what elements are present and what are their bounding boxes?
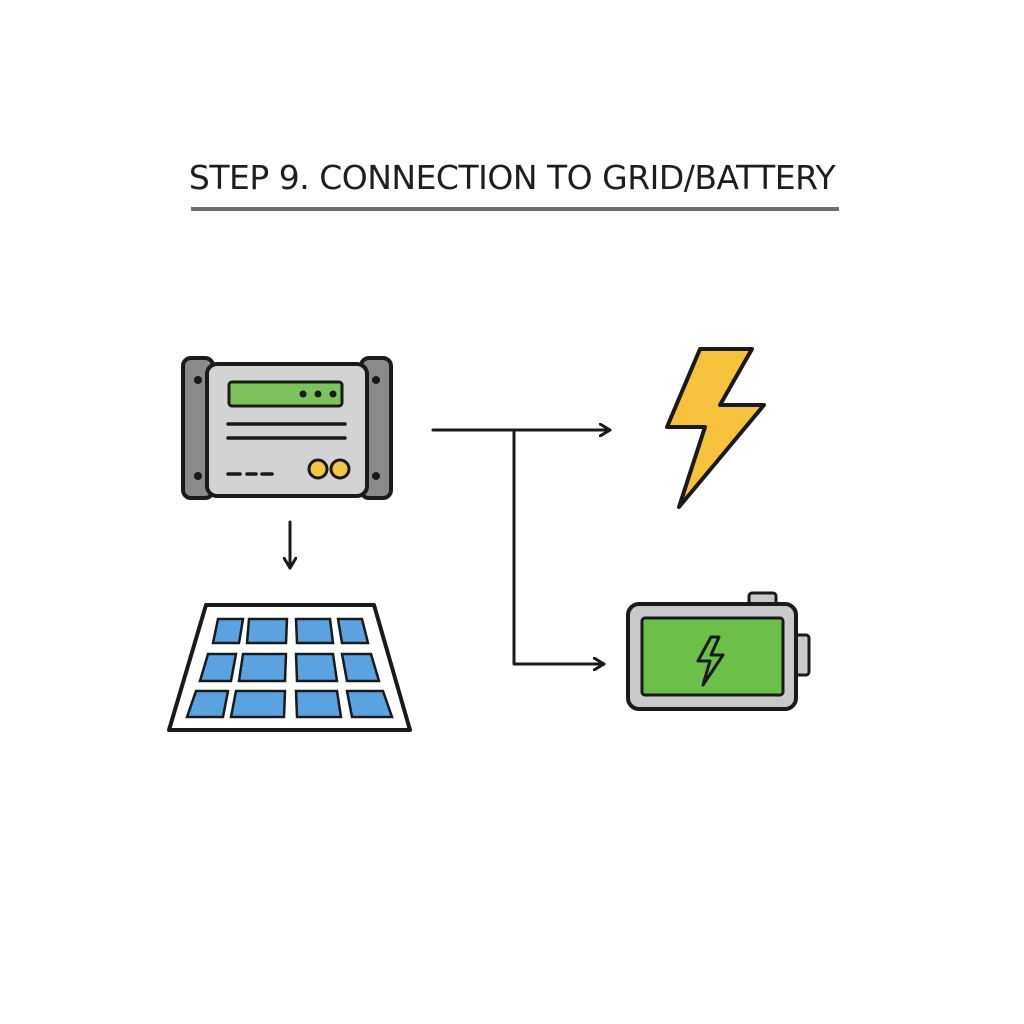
solar-panel-icon	[167, 603, 412, 732]
arrow-to-battery	[512, 428, 606, 664]
charging-bolt-icon	[696, 635, 725, 687]
lightning-bolt-icon	[665, 347, 766, 509]
branch-connector	[431, 428, 612, 664]
battery-icon	[626, 591, 811, 711]
page-title: STEP 9. CONNECTION TO GRID/BATTERY	[188, 158, 836, 197]
charge-controller-icon	[181, 356, 393, 500]
title-underline	[191, 207, 839, 211]
